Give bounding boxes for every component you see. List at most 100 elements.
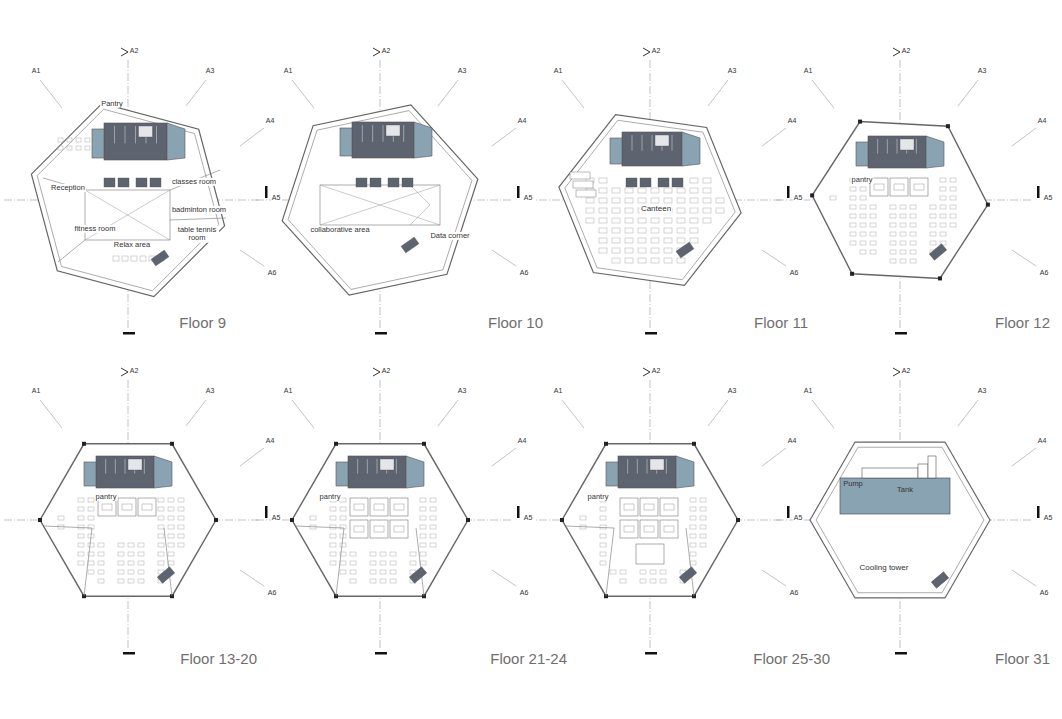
furniture [940,205,946,209]
furniture [168,543,174,547]
furniture [677,228,685,233]
axis-stub [240,448,264,466]
furniture [677,188,685,193]
section-marker [1037,506,1040,518]
meeting-table [374,526,384,532]
furniture [58,516,64,520]
partition [296,526,344,528]
meeting-room [640,498,658,516]
furniture [140,256,146,261]
room-label: Canteen [640,205,672,214]
furniture [677,258,685,263]
core-partition [114,126,115,143]
floor-title-text: Floor 25-30 [753,650,830,667]
meeting-table [394,504,404,510]
core-partition [647,459,648,474]
furniture [940,187,946,191]
stair-block [931,572,948,588]
core-partition [115,459,116,474]
meeting-room [640,520,658,538]
furniture [625,248,633,253]
furniture [168,507,174,511]
axis-stub [240,128,264,146]
furniture [890,250,896,254]
furniture [158,525,164,529]
furniture [900,205,906,209]
core-partition [367,459,368,474]
axis-label: A3 [727,67,738,75]
axis-stub [186,400,206,426]
room-label: pantry [319,493,342,501]
north-marker [121,368,128,376]
floor-plan [4,48,268,335]
meeting-room [138,498,156,516]
furniture [118,543,124,547]
core-block [352,122,414,158]
core-partition [144,459,145,474]
furniture [390,570,396,574]
furniture [950,196,956,200]
furniture [900,223,906,227]
lift-car [388,178,399,187]
furniture [599,188,607,193]
axis-stub [958,80,978,106]
furniture [910,205,916,209]
furniture [122,256,128,261]
shaft-trapezoid [926,136,944,168]
axis-label: A4 [265,117,276,125]
furniture [890,205,896,209]
meeting-room [636,544,664,564]
furniture [650,579,656,583]
furniture [850,205,856,209]
furniture [664,228,672,233]
furniture [340,561,346,565]
furniture [168,534,174,538]
furniture [660,579,666,583]
furniture [860,232,866,236]
axis-label: A2 [129,47,140,55]
core-block [868,136,926,168]
furniture [78,516,84,520]
meeting-room [370,520,388,538]
furniture [380,579,386,583]
furniture [310,516,316,520]
axis-stub [762,250,786,266]
furniture [703,208,711,213]
furniture [625,208,633,213]
furniture [870,205,876,209]
axis-stub [240,250,264,266]
furniture [870,241,876,245]
furniture [612,258,620,263]
furniture [950,214,956,218]
curtain-wall [37,109,219,291]
furniture [586,208,594,213]
axis-label: A2 [651,47,662,55]
furniture [430,498,436,502]
furniture [88,507,94,511]
furniture [390,552,396,556]
core-block [618,456,676,488]
shaft-trapezoid [167,123,185,160]
axis-stub [240,570,264,586]
furniture [138,552,144,556]
stair-block [409,567,426,583]
section-marker [787,506,790,518]
stair-block [679,567,696,583]
furniture [664,248,672,253]
column [214,518,218,522]
furniture [370,552,376,556]
furniture [850,241,856,245]
building-outline [292,444,468,596]
furniture [128,552,134,556]
axis-stub [762,570,786,586]
furniture [178,507,184,511]
furniture [58,146,63,150]
furniture [690,208,698,213]
furniture [370,570,376,574]
lift-car [402,178,413,187]
axis-label: A1 [31,387,42,395]
meeting-table [894,184,904,190]
section-marker [517,506,520,518]
furniture [860,223,866,227]
core-partition [887,139,888,154]
